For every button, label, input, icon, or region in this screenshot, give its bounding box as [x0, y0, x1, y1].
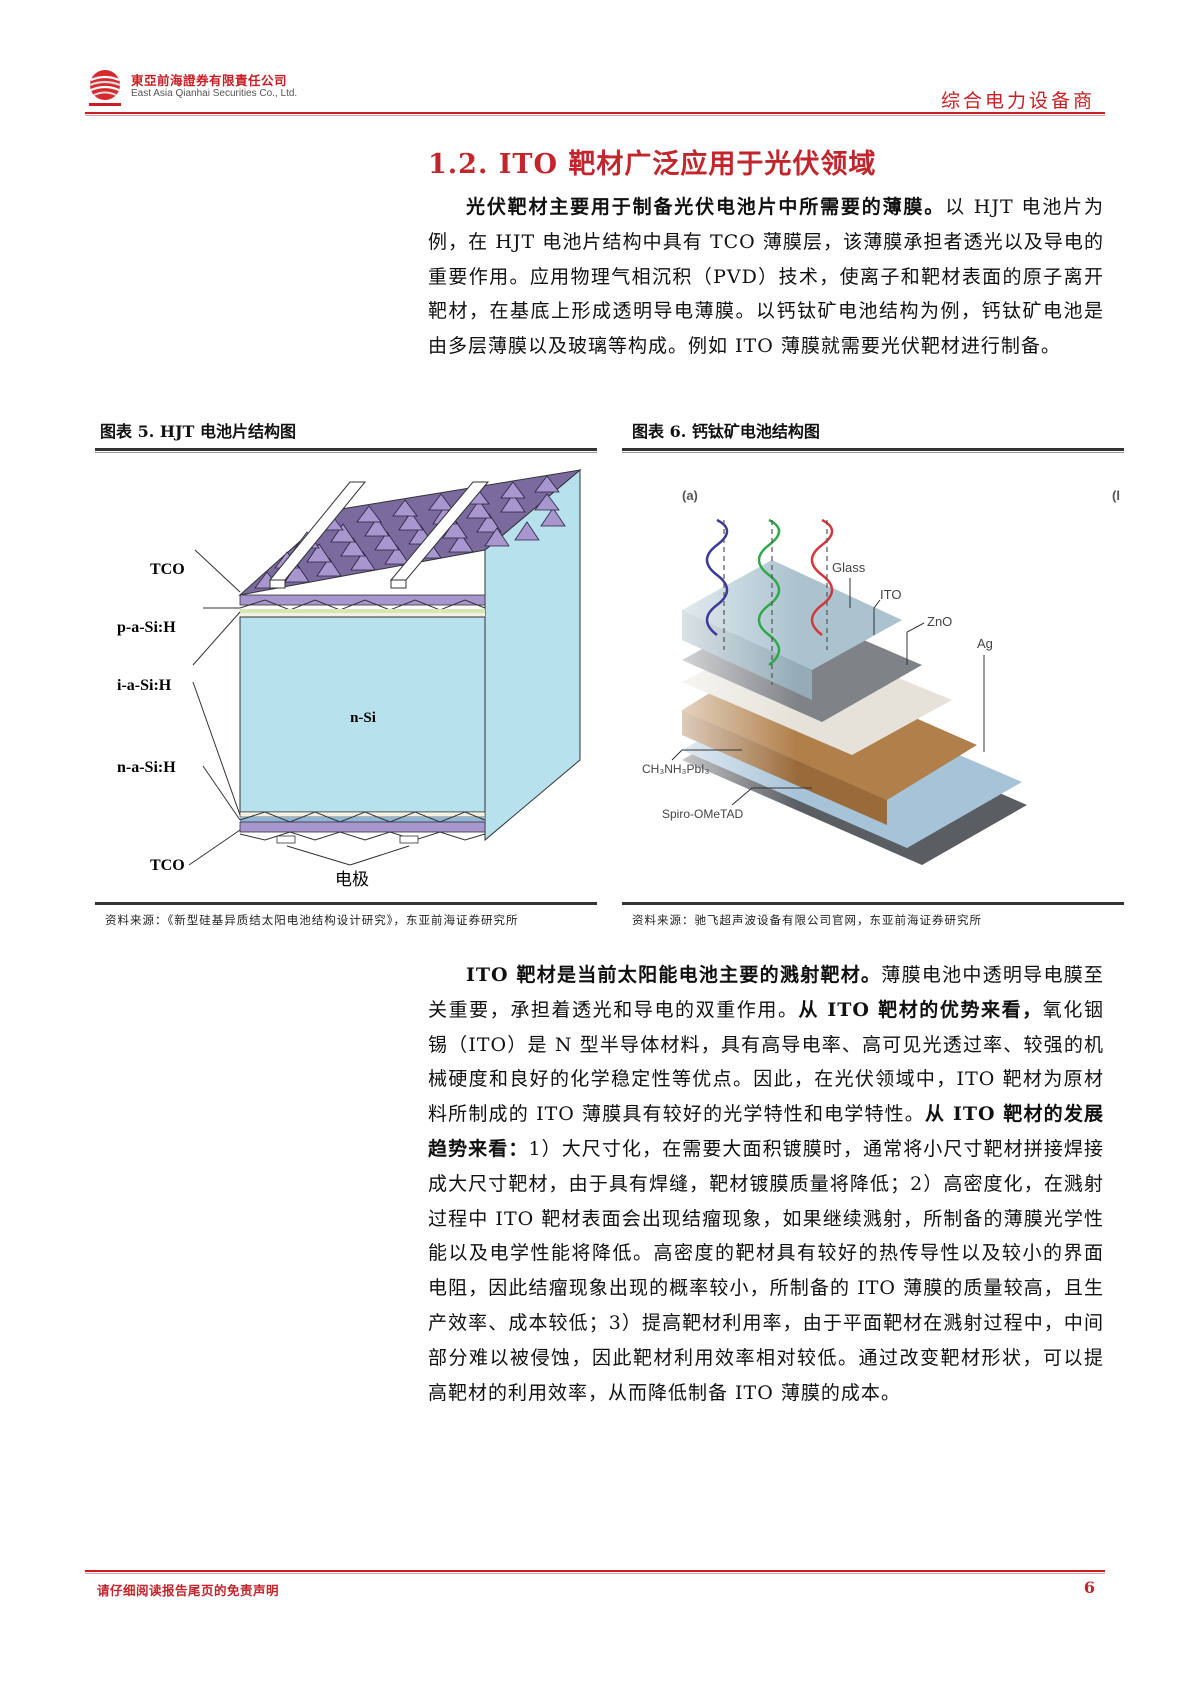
- label-perovskite: CH₃NH₃PbI₃: [642, 762, 709, 776]
- header-divider-thin: [85, 115, 1105, 116]
- label-ag: Ag: [977, 636, 993, 651]
- label-p-a-si: p-a-Si:H: [117, 619, 176, 636]
- label-n-si: n-Si: [350, 710, 376, 726]
- figure-6-top-rule: [622, 448, 1124, 451]
- intro-paragraph: 光伏靶材主要用于制备光伏电池片中所需要的薄膜。以 HJT 电池片为例，在 HJT…: [428, 190, 1104, 364]
- section-heading: 1.2. ITO 靶材广泛应用于光伏领域: [428, 149, 877, 180]
- figure-5-top-rule: [95, 448, 597, 451]
- ito-text-2: 氧化铟锡（ITO）是 N 型半导体材料，具有高导电率、高可见光透过率、较强的机械…: [428, 998, 1104, 1126]
- hjt-cell-diagram: n-Si TCO p-a-Si:H i-a-Si:H n-a-Si:H TCO …: [95, 460, 597, 896]
- label-i-a-si: i-a-Si:H: [117, 677, 172, 694]
- disclaimer-notice: 请仔细阅读报告尾页的免责声明: [97, 1583, 280, 1598]
- intro-body: 以 HJT 电池片为例，在 HJT 电池片结构中具有 TCO 薄膜层，该薄膜承担…: [428, 196, 1104, 358]
- panel-label-a: (a): [682, 488, 698, 503]
- page-number: 6: [1083, 1578, 1095, 1597]
- figure-6-caption: 图表 6. 钙钛矿电池结构图: [632, 422, 820, 441]
- figure-5-top-rule-thin: [95, 452, 597, 453]
- label-tco-bottom: TCO: [150, 857, 185, 874]
- ito-text-3: 1）大尺寸化，在需要大面积镀膜时，通常将小尺寸靶材拼接焊接成大尺寸靶材，由于具有…: [428, 1137, 1104, 1404]
- label-n-a-si: n-a-Si:H: [117, 759, 176, 776]
- figure-6-source: 资料来源：驰飞超声波设备有限公司官网，东亚前海证券研究所: [632, 913, 982, 927]
- figure-5-bottom-rule: [95, 902, 597, 905]
- ito-lead-bold: ITO 靶材是当前太阳能电池主要的溅射靶材。: [466, 964, 882, 986]
- ito-text-1: 薄膜电池中透明导电膜至关重要，承担着透光和导电的双重作用。: [428, 964, 1104, 1021]
- footer-divider: [85, 1570, 1105, 1572]
- company-name-cn: 東亞前海證券有限責任公司: [131, 73, 288, 88]
- header-divider: [85, 112, 1105, 114]
- intro-lead-bold: 光伏靶材主要用于制备光伏电池片中所需要的薄膜。: [466, 196, 946, 218]
- perovskite-structure-illustration: (a) (l Glass ITO ZnO Ag CH₃NH₃PbI₃: [622, 488, 1124, 870]
- footer-divider-thin: [85, 1573, 1105, 1574]
- perovskite-cell-diagram: (a) (l Glass ITO ZnO Ag CH₃NH₃PbI₃: [622, 460, 1124, 896]
- figure-5-caption: 图表 5. HJT 电池片结构图: [100, 422, 297, 441]
- figure-5-source: 资料来源：《新型硅基异质结太阳电池结构设计研究》，东亚前海证券研究所: [105, 913, 519, 927]
- ito-trend-bold: 从 ITO 靶材的发展趋势来看：: [428, 1103, 1104, 1160]
- hjt-structure-illustration: n-Si TCO p-a-Si:H i-a-Si:H n-a-Si:H TCO …: [117, 468, 582, 889]
- label-zno: ZnO: [927, 614, 952, 629]
- label-spiro-ometad: Spiro-OMeTAD: [662, 807, 743, 821]
- label-tco-top: TCO: [150, 561, 185, 578]
- label-glass: Glass: [832, 560, 866, 575]
- figure-6-bottom-rule: [622, 902, 1124, 905]
- report-category: 综合电力设备商: [940, 90, 1095, 112]
- ito-advantage-bold: 从 ITO 靶材的优势来看，: [798, 998, 1043, 1021]
- label-electrode: 电极: [335, 870, 369, 889]
- company-name-en: East Asia Qianhai Securities Co., Ltd.: [131, 88, 298, 99]
- page-header: 東亞前海證券有限責任公司 East Asia Qianhai Securitie…: [85, 60, 1105, 116]
- label-ito: ITO: [880, 587, 901, 602]
- figure-6-top-rule-thin: [622, 452, 1124, 453]
- company-logo-icon: [89, 70, 121, 106]
- panel-label-b: (l: [1112, 488, 1120, 503]
- ito-target-paragraph: ITO 靶材是当前太阳能电池主要的溅射靶材。薄膜电池中透明导电膜至关重要，承担着…: [428, 958, 1104, 1410]
